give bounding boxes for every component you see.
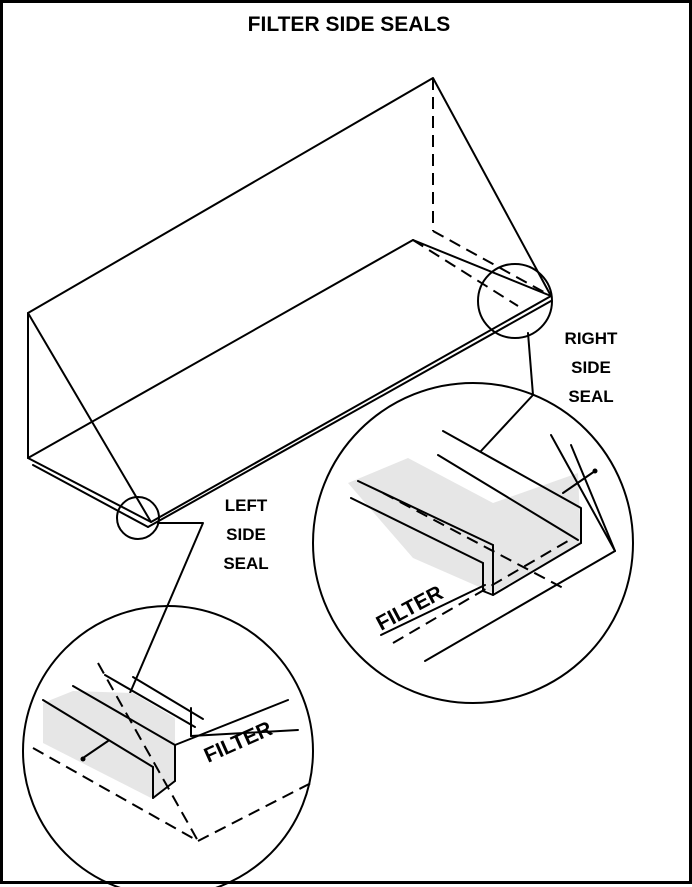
filter-seal-diagram: FILTER FILTER RIGHT SIDE bbox=[22, 77, 634, 887]
right-seal-detail: FILTER bbox=[312, 382, 634, 704]
left-filter-label: FILTER bbox=[201, 717, 276, 767]
right-label-line-2: SIDE bbox=[571, 358, 611, 377]
left-label-line-3: SEAL bbox=[223, 554, 268, 573]
right-detail-marker bbox=[477, 263, 553, 339]
left-leader-line bbox=[129, 522, 204, 694]
right-label-line-3: SEAL bbox=[568, 387, 613, 406]
diagram-title: FILTER SIDE SEALS bbox=[247, 13, 451, 36]
left-label-line-2: SIDE bbox=[226, 525, 266, 544]
left-detail-marker bbox=[116, 496, 160, 540]
left-seal-detail: FILTER bbox=[22, 605, 314, 887]
left-seal-label: LEFT SIDE SEAL bbox=[223, 496, 268, 573]
filter-housing-box bbox=[27, 77, 552, 528]
left-label-line-1: LEFT bbox=[225, 496, 268, 515]
right-label-line-1: RIGHT bbox=[565, 329, 619, 348]
right-seal-label: RIGHT SIDE SEAL bbox=[565, 329, 619, 406]
